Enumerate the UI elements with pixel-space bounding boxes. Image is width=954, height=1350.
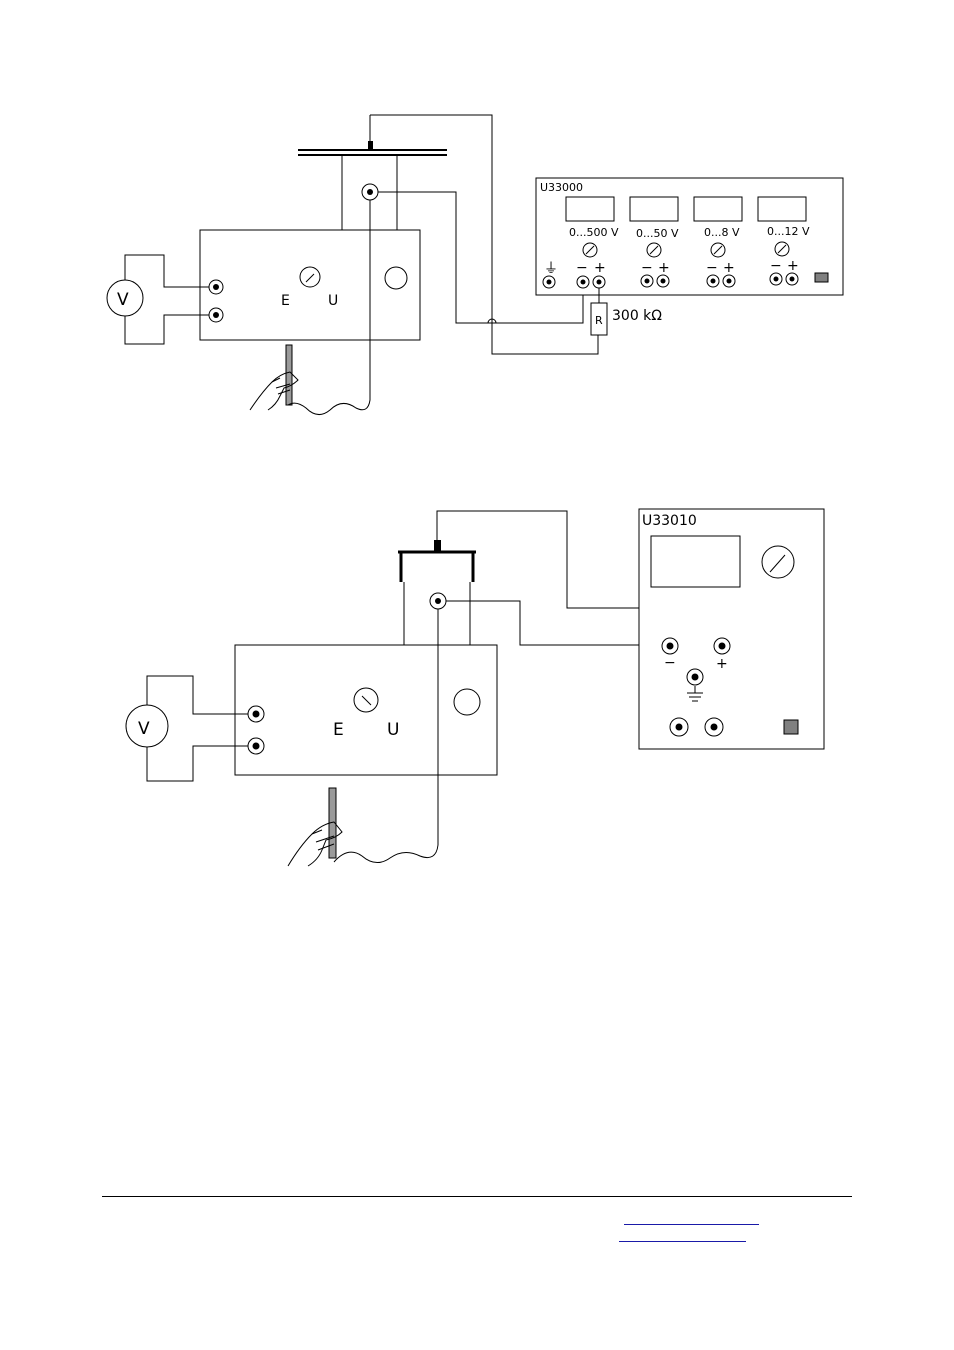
plus-label-12v: + (787, 258, 799, 274)
supply-name-2: U33010 (642, 513, 697, 529)
diagram-1: E U V U33000 0...500 V (107, 115, 843, 415)
electrometer-2: E U (235, 645, 497, 775)
minus-label-12v: − (770, 258, 782, 274)
footer-link-1[interactable] (624, 1224, 759, 1225)
gauge-icon (300, 267, 320, 287)
voltmeter-symbol: V (138, 719, 150, 739)
display-12v (758, 197, 806, 221)
minus-label-50v: − (641, 260, 653, 276)
supply-name-1: U33000 (540, 181, 583, 194)
diagram-2: E U V U33010 − + (126, 509, 824, 866)
plus-label-2: + (716, 656, 728, 672)
power-supply-u33000: U33000 0...500 V 0...50 V 0...8 V 0...12… (536, 178, 843, 295)
range-label-12v: 0...12 V (767, 225, 810, 238)
resistor-symbol: R (595, 314, 603, 327)
footer-link-2[interactable] (619, 1241, 746, 1242)
display-u33010 (651, 536, 740, 587)
electrometer-1: E U (200, 230, 420, 340)
display-500v (566, 197, 614, 221)
minus-label-2: − (664, 655, 676, 671)
voltmeter-1: V (107, 255, 209, 344)
meter-label-e: E (333, 720, 344, 740)
power-switch-1 (815, 273, 828, 282)
range-label-500v: 0...500 V (569, 226, 619, 239)
footer-rule (102, 1196, 852, 1197)
range-label-8v: 0...8 V (704, 226, 740, 239)
power-supply-u33010: U33010 − + (639, 509, 824, 749)
probe-socket-2 (430, 593, 662, 645)
meter-label-u: U (328, 293, 338, 309)
meter-label-e: E (281, 293, 290, 309)
minus-label-500v: − (576, 260, 588, 276)
plus-label-500v: + (594, 260, 606, 276)
plus-label-50v: + (658, 260, 670, 276)
minus-label-8v: − (706, 260, 718, 276)
dial-icon (762, 546, 794, 578)
display-8v (694, 197, 742, 221)
plus-label-8v: + (723, 260, 735, 276)
power-switch-2 (784, 720, 798, 734)
display-50v (630, 197, 678, 221)
resistor-value: 300 kΩ (612, 308, 662, 324)
range-label-50v: 0...50 V (636, 227, 679, 240)
voltmeter-2: V (126, 676, 248, 781)
ground-symbol-1: ⏚ (544, 261, 558, 277)
knob-icon (385, 267, 407, 289)
knob-icon (454, 689, 480, 715)
voltmeter-symbol: V (117, 290, 129, 310)
meter-label-u: U (387, 720, 399, 740)
